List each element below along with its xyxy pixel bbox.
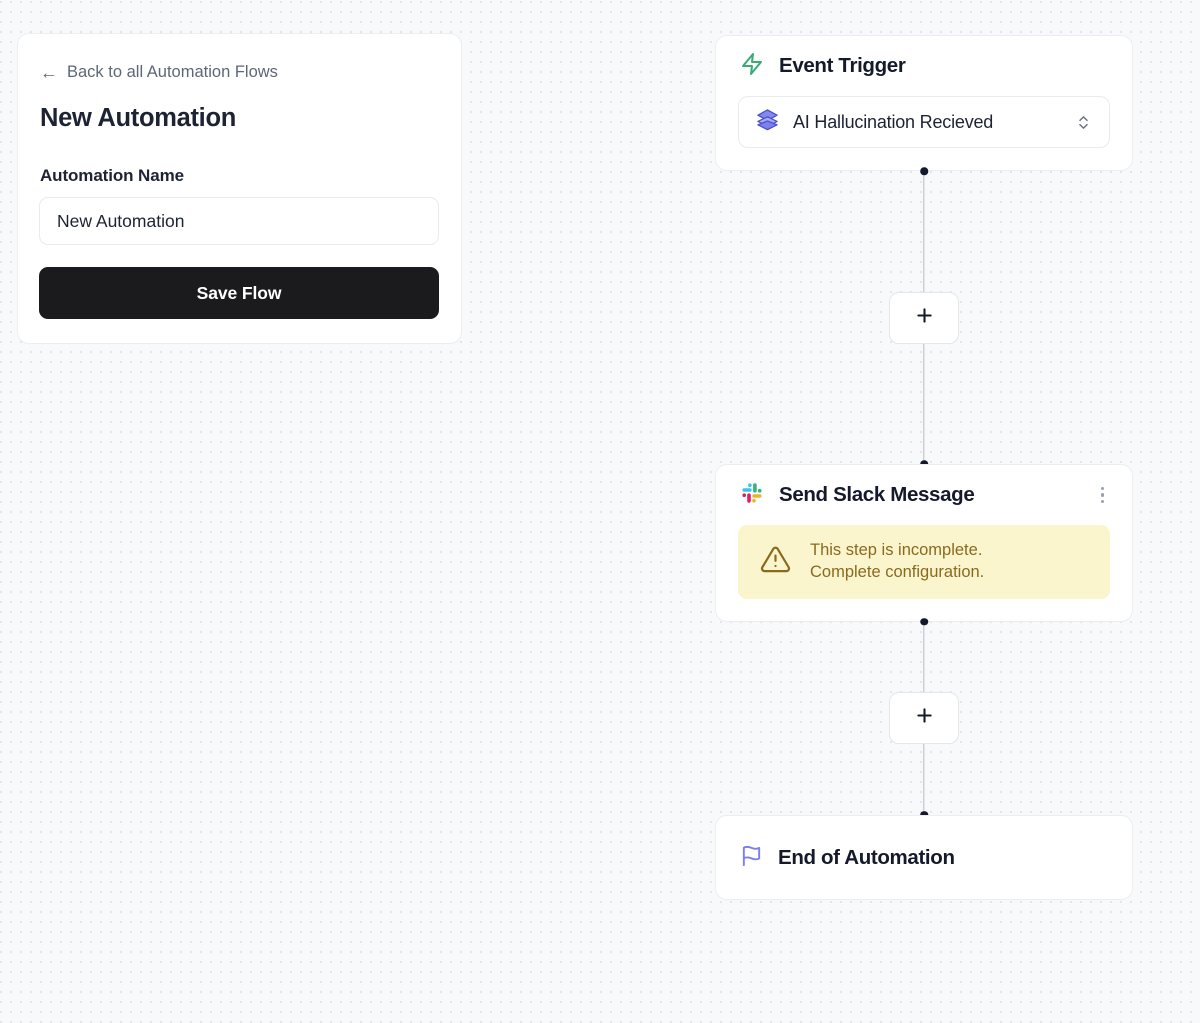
- flag-icon: [740, 844, 763, 872]
- save-flow-button[interactable]: Save Flow: [39, 267, 439, 319]
- automation-name-label: Automation Name: [40, 166, 184, 185]
- plus-icon: [914, 705, 935, 731]
- end-node-title: End of Automation: [778, 846, 955, 870]
- slack-node-title: Send Slack Message: [779, 483, 975, 506]
- alert-triangle-icon: [760, 544, 791, 580]
- layers-stack-icon: [756, 108, 779, 136]
- arrow-left-icon: ←: [40, 62, 58, 82]
- slack-logo-icon: [740, 481, 764, 510]
- warning-line-2: Complete configuration.: [810, 562, 985, 581]
- connector-trigger-to-slack: [715, 167, 1133, 468]
- add-step-button-2[interactable]: [889, 692, 959, 745]
- automation-flow-canvas: Event Trigger AI Hallucination Recieved: [715, 35, 1133, 900]
- node-send-slack-message[interactable]: Send Slack Message This step is incomple…: [715, 464, 1133, 622]
- back-to-flows-label: Back to all Automation Flows: [67, 63, 278, 81]
- warning-message: This step is incomplete. Complete config…: [810, 540, 984, 584]
- kebab-menu-icon[interactable]: [1097, 483, 1108, 508]
- automation-name-input[interactable]: [39, 197, 439, 245]
- back-to-flows-link[interactable]: ← Back to all Automation Flows: [40, 63, 278, 82]
- node-event-trigger[interactable]: Event Trigger AI Hallucination Recieved: [715, 35, 1133, 171]
- chevrons-up-down-icon: [1075, 114, 1092, 131]
- end-node-header: End of Automation: [716, 816, 1132, 901]
- connector-dot-top: [920, 617, 928, 626]
- add-step-button-1[interactable]: [889, 291, 959, 344]
- automation-settings-panel: ← Back to all Automation Flows New Autom…: [17, 33, 462, 344]
- plus-icon: [914, 305, 935, 331]
- trigger-event-select[interactable]: AI Hallucination Recieved: [738, 96, 1110, 148]
- lightning-bolt-icon: [740, 52, 764, 81]
- event-trigger-header: Event Trigger: [716, 36, 1132, 96]
- page-title: New Automation: [40, 104, 237, 132]
- connector-dot-top: [920, 167, 928, 175]
- slack-node-header: Send Slack Message: [716, 465, 1132, 525]
- node-end-of-automation[interactable]: End of Automation: [715, 814, 1133, 901]
- slack-incomplete-warning: This step is incomplete. Complete config…: [738, 525, 1110, 599]
- connector-slack-to-end: [715, 617, 1133, 819]
- trigger-event-value: AI Hallucination Recieved: [793, 111, 994, 132]
- event-trigger-title: Event Trigger: [779, 54, 906, 77]
- warning-line-1: This step is incomplete.: [810, 541, 983, 559]
